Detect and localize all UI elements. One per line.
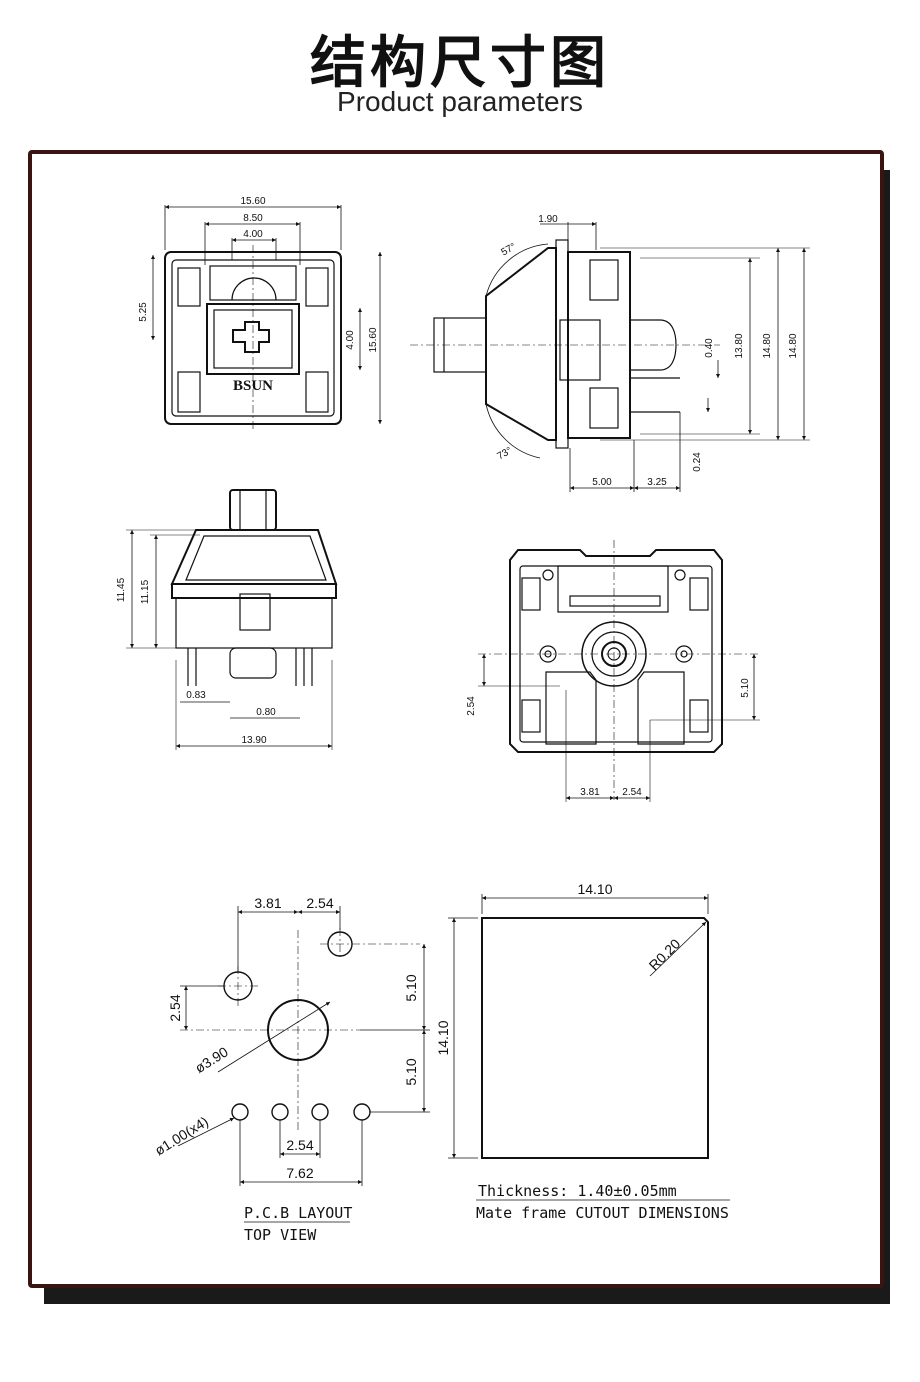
dim-side-angle-57: 57° [499, 241, 518, 258]
dim-side-angle-73: 73° [495, 445, 514, 462]
pcb-layout-label: P.C.B LAYOUT [244, 1204, 352, 1222]
cutout-dimensions-label: Mate frame CUTOUT DIMENSIONS [476, 1204, 729, 1222]
bottom-view [478, 540, 760, 802]
dim-side-14-80-a: 14.80 [762, 333, 773, 358]
dim-cutout-width: 14.10 [577, 881, 612, 897]
title-chinese: 结构尺寸图 [310, 31, 610, 96]
dim-pcb-7-62: 7.62 [286, 1165, 313, 1181]
thickness-label: Thickness: 1.40±0.05mm [478, 1182, 677, 1200]
dim-pcb-3-81: 3.81 [254, 895, 281, 911]
dim-side-1-90: 1.90 [538, 214, 558, 225]
dim-pcb-5-10-a: 5.10 [403, 974, 419, 1001]
dim-side-3-25: 3.25 [647, 477, 667, 488]
dim-front-11-15: 11.15 [140, 579, 151, 604]
dim-side-0-40: 0.40 [704, 338, 715, 358]
dim-front-0-80: 0.80 [256, 707, 276, 718]
dim-side-0-24: 0.24 [692, 452, 703, 472]
dim-pcb-5-10-b: 5.10 [403, 1058, 419, 1085]
dim-pcb-dia-3-90: ø3.90 [192, 1043, 231, 1076]
title-english: Product parameters [337, 86, 583, 117]
dim-top-15-60: 15.60 [240, 196, 265, 207]
dim-cutout-height: 14.10 [435, 1020, 451, 1055]
pcb-layout [177, 906, 430, 1223]
dim-side-5-00: 5.00 [592, 477, 612, 488]
plate-cutout [448, 894, 730, 1201]
dim-side-13-80: 13.80 [734, 333, 745, 358]
dim-pcb-2-54-v: 2.54 [167, 994, 183, 1021]
dim-front-0-83: 0.83 [186, 690, 206, 701]
dim-bottom-3-81: 3.81 [580, 787, 600, 798]
brand-logo-text: BSUN [233, 378, 273, 394]
dim-front-13-90: 13.90 [241, 735, 266, 746]
side-view [410, 222, 810, 492]
drawing-frame [28, 150, 884, 1288]
dim-bottom-5-10: 5.10 [740, 678, 751, 698]
dim-side-14-80-b: 14.80 [788, 333, 799, 358]
dim-top-8-50: 8.50 [243, 213, 263, 224]
front-view [126, 489, 338, 750]
dim-top-4-00: 4.00 [243, 229, 263, 240]
dim-bottom-2-54-h: 2.54 [622, 787, 642, 798]
pcb-top-view-label: TOP VIEW [244, 1226, 317, 1244]
dim-pcb-dia-1-00: ø1.00(x4) [152, 1113, 211, 1158]
dim-top-15-60-v: 15.60 [368, 327, 379, 352]
top-view [151, 205, 382, 430]
dim-front-11-45: 11.45 [116, 577, 127, 602]
dim-top-5-25: 5.25 [138, 302, 149, 322]
dim-cutout-radius: R0.20 [646, 935, 684, 973]
dim-top-4-00-v: 4.00 [345, 330, 356, 350]
dim-pcb-2-54-h: 2.54 [286, 1137, 313, 1153]
dim-pcb-2-54: 2.54 [306, 895, 333, 911]
dim-bottom-2-54: 2.54 [466, 696, 477, 716]
